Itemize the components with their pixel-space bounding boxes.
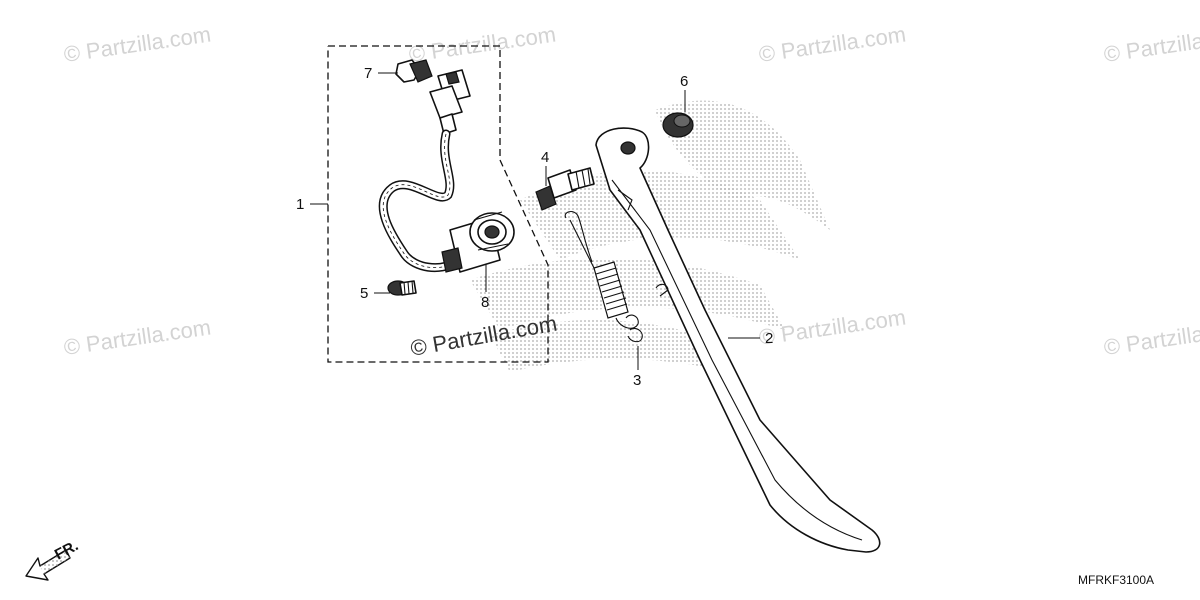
part-3-spring[interactable] <box>564 210 643 343</box>
part-5-bolt[interactable] <box>387 280 417 296</box>
part-1-switch-assembly[interactable] <box>378 69 471 273</box>
watermark-text: © Partzilla.com <box>62 22 212 67</box>
leader-lines <box>310 72 760 370</box>
part-6-rubber-cap[interactable] <box>662 112 694 138</box>
callout-1[interactable]: 1 <box>296 196 304 213</box>
callout-5[interactable]: 5 <box>360 285 368 302</box>
callout-2[interactable]: 2 <box>765 330 773 347</box>
callout-4[interactable]: 4 <box>541 149 549 166</box>
assembly-boundary <box>327 45 549 363</box>
callout-6[interactable]: 6 <box>680 73 688 90</box>
callout-8[interactable]: 8 <box>481 294 489 311</box>
watermark-text: © Partzilla.com <box>1102 315 1200 360</box>
front-direction-indicator: FR. <box>25 537 81 581</box>
callout-7[interactable]: 7 <box>364 65 372 82</box>
watermark-text: © Partzilla.com <box>407 22 557 67</box>
part-2-side-stand[interactable] <box>595 127 881 553</box>
watermark-text: © Partzilla.com <box>1102 22 1200 67</box>
watermark-text: © Partzilla.com <box>757 305 907 350</box>
watermark-text: © Partzilla.com <box>62 315 212 360</box>
part-8-switch-body[interactable] <box>441 211 515 273</box>
callouts: 1 2 3 4 5 6 7 8 <box>296 65 773 389</box>
part-4-pivot-bolt[interactable] <box>535 167 595 211</box>
diagram-code: MFRKF3100A <box>1078 573 1154 587</box>
watermark-text: © Partzilla.com <box>757 22 907 67</box>
part-7-clip[interactable] <box>395 59 433 83</box>
callout-3[interactable]: 3 <box>633 372 641 389</box>
